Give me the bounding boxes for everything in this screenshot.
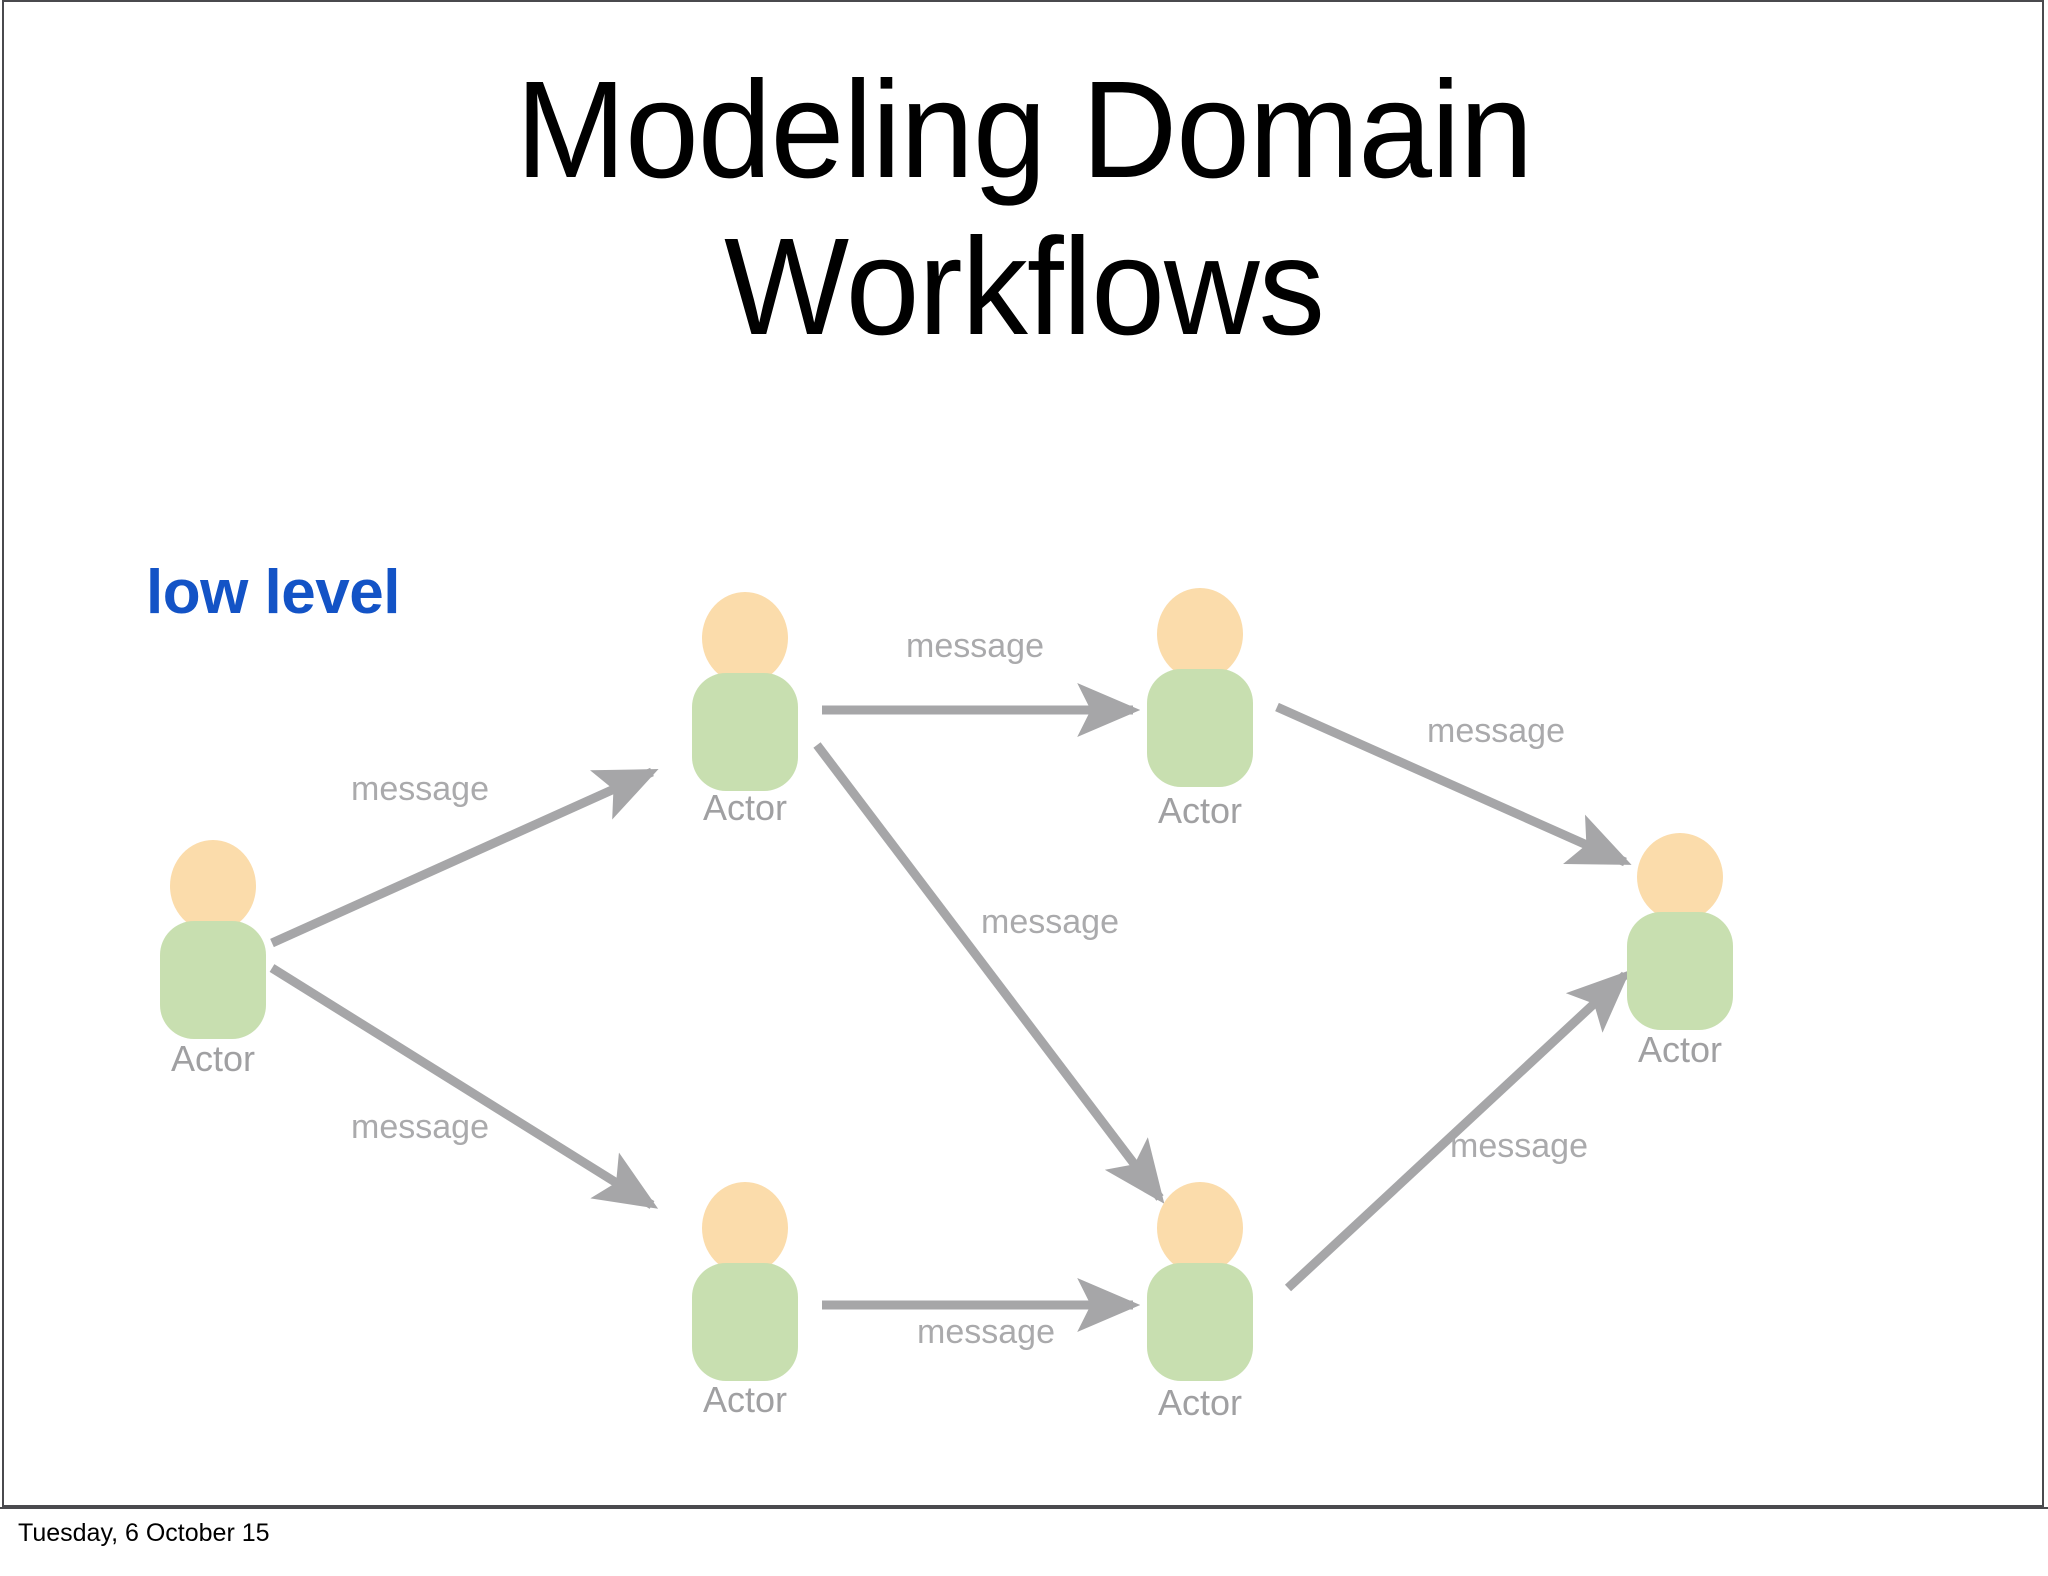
actor-node-a3[interactable]: Actor bbox=[1147, 588, 1253, 831]
title-line-2: Workflows bbox=[724, 210, 1325, 365]
title-line-1: Modeling Domain bbox=[515, 53, 1533, 207]
actor-node-a5[interactable]: Actor bbox=[692, 1182, 798, 1420]
actor-node-a1[interactable]: Actor bbox=[160, 840, 266, 1079]
actor-label-a3: Actor bbox=[1158, 790, 1242, 831]
actor-body-icon bbox=[1627, 912, 1733, 1030]
edge-label-a2-a3: message bbox=[906, 627, 1044, 665]
edge-label-a3-a4: message bbox=[1427, 712, 1565, 750]
edge-label-a1-a5: message bbox=[351, 1108, 489, 1146]
actor-head-icon bbox=[1157, 1182, 1243, 1274]
actor-head-icon bbox=[1157, 588, 1243, 680]
actor-body-icon bbox=[1147, 669, 1253, 787]
actor-body-icon bbox=[692, 673, 798, 791]
edge-a1-a2 bbox=[270, 767, 659, 948]
actor-head-icon bbox=[702, 592, 788, 684]
actor-body-icon bbox=[160, 921, 266, 1039]
actor-label-a5: Actor bbox=[703, 1379, 787, 1420]
actor-head-icon bbox=[1637, 833, 1723, 921]
actor-body-icon bbox=[1147, 1263, 1253, 1381]
actor-node-a6[interactable]: Actor bbox=[1147, 1182, 1253, 1423]
actor-label-a1: Actor bbox=[171, 1038, 255, 1079]
footer-date: Tuesday, 6 October 15 bbox=[18, 1519, 270, 1547]
node-layer: Actor Actor Actor Actor bbox=[160, 588, 1733, 1423]
edge-a2-a6 bbox=[813, 742, 1165, 1204]
edge-label-a1-a2: message bbox=[351, 770, 489, 808]
actor-node-a2[interactable]: Actor bbox=[692, 592, 798, 828]
edge-label-layer: message message message message message … bbox=[351, 627, 1588, 1351]
edge-a1-a5 bbox=[269, 964, 659, 1209]
actor-label-a4: Actor bbox=[1638, 1029, 1722, 1070]
edge-a6-a4 bbox=[1284, 970, 1631, 1292]
actor-head-icon bbox=[170, 840, 256, 932]
footer-divider bbox=[0, 1507, 2048, 1509]
edge-label-a2-a6: message bbox=[981, 903, 1119, 941]
actor-node-a4[interactable]: Actor bbox=[1627, 833, 1733, 1070]
workflow-diagram: message message message message message … bbox=[160, 588, 1733, 1423]
edge-label-a5-a6: message bbox=[917, 1313, 1055, 1351]
actor-label-a6: Actor bbox=[1158, 1382, 1242, 1423]
edge-label-a6-a4: message bbox=[1450, 1127, 1588, 1165]
edge-a3-a4 bbox=[1275, 702, 1632, 867]
actor-body-icon bbox=[692, 1263, 798, 1381]
actor-head-icon bbox=[702, 1182, 788, 1274]
page-title: Modeling Domain Workflows bbox=[41, 52, 2007, 367]
edge-layer bbox=[269, 683, 1632, 1332]
actor-label-a2: Actor bbox=[703, 787, 787, 828]
section-label-low-level: low level bbox=[146, 558, 400, 627]
